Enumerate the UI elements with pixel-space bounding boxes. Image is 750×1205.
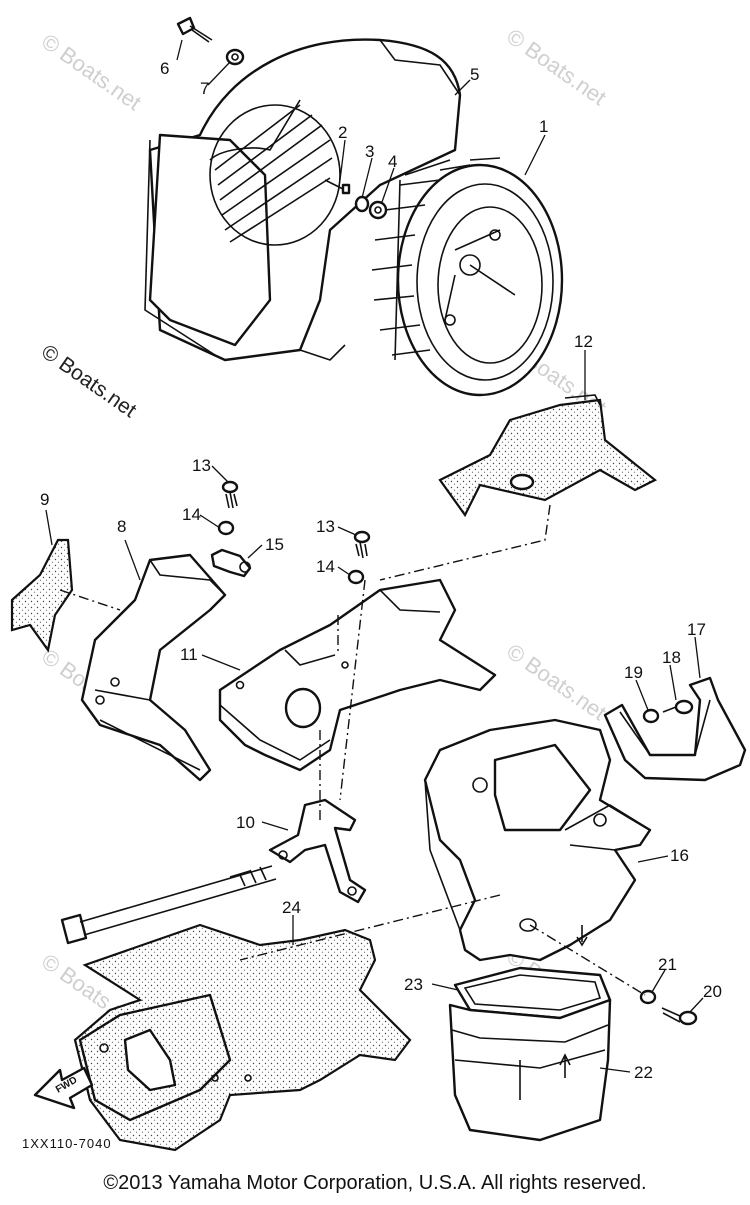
callout-8: 8 <box>117 517 126 536</box>
callout-4: 4 <box>388 152 397 171</box>
callout-23: 23 <box>404 975 423 994</box>
air-box-16 <box>423 718 652 962</box>
diagram-code: 1XX110-7040 <box>22 1136 112 1151</box>
washer-3 <box>354 195 370 213</box>
screw-18 <box>662 699 694 715</box>
screw-13a <box>221 480 239 509</box>
flywheel-fan <box>371 157 564 397</box>
callout-14b: 14 <box>316 557 335 576</box>
fwd-arrow: FWD <box>33 1066 94 1110</box>
callout-22: 22 <box>634 1063 653 1082</box>
bracket-10 <box>268 798 367 904</box>
callout-11: 11 <box>180 645 198 664</box>
bracket-plate-12 <box>438 394 658 518</box>
callout-6: 6 <box>160 59 169 78</box>
fan-fins <box>371 157 501 361</box>
filter-22 <box>448 998 612 1142</box>
watermark: © Boats.net <box>502 24 611 111</box>
base-plate-24 <box>73 923 412 1152</box>
watermark: © Boats.net <box>37 29 146 116</box>
washer-19 <box>642 708 660 724</box>
callout-2: 2 <box>338 123 347 142</box>
nut-4 <box>368 200 388 220</box>
callout-10: 10 <box>236 813 255 832</box>
callout-17: 17 <box>687 620 706 639</box>
copyright-notice: ©2013 Yamaha Motor Corporation, U.S.A. A… <box>103 1172 647 1194</box>
callout-18: 18 <box>662 648 681 667</box>
callout-13b: 13 <box>316 517 335 536</box>
screw-13b <box>353 530 371 559</box>
shroud-11 <box>218 578 497 772</box>
callout-12: 12 <box>574 332 593 351</box>
cover-8 <box>80 553 227 782</box>
plate-9 <box>10 538 74 653</box>
handle-17 <box>603 676 747 782</box>
washer-14b <box>347 569 365 585</box>
callout-21: 21 <box>658 955 677 974</box>
callout-16: 16 <box>670 846 689 865</box>
callout-24: 24 <box>282 898 301 917</box>
leader-lines <box>45 39 704 1073</box>
callout-15: 15 <box>265 535 284 554</box>
callout-19: 19 <box>624 663 643 682</box>
long-bolt <box>60 865 277 945</box>
screw-20 <box>661 1007 698 1026</box>
clip-15 <box>210 548 252 578</box>
bolt-6 <box>176 16 213 43</box>
callout-13a: 13 <box>192 456 211 475</box>
callout-20: 20 <box>703 982 722 1001</box>
callout-14a: 14 <box>182 505 201 524</box>
callout-9: 9 <box>40 490 49 509</box>
washer-7 <box>225 48 245 66</box>
callout-1: 1 <box>539 117 548 136</box>
callout-5: 5 <box>470 65 479 84</box>
assembly-lines <box>59 504 646 996</box>
callout-labels: 1 2 3 4 5 6 7 8 9 10 11 12 13 14 15 13 1… <box>40 59 722 1082</box>
callout-3: 3 <box>365 142 374 161</box>
watermark: © Boats.net <box>37 340 140 422</box>
screw-2 <box>324 179 351 195</box>
watermark: © Boats.net <box>502 639 611 726</box>
washer-21 <box>639 989 657 1005</box>
washer-14a <box>217 520 235 536</box>
callout-7: 7 <box>200 79 209 98</box>
